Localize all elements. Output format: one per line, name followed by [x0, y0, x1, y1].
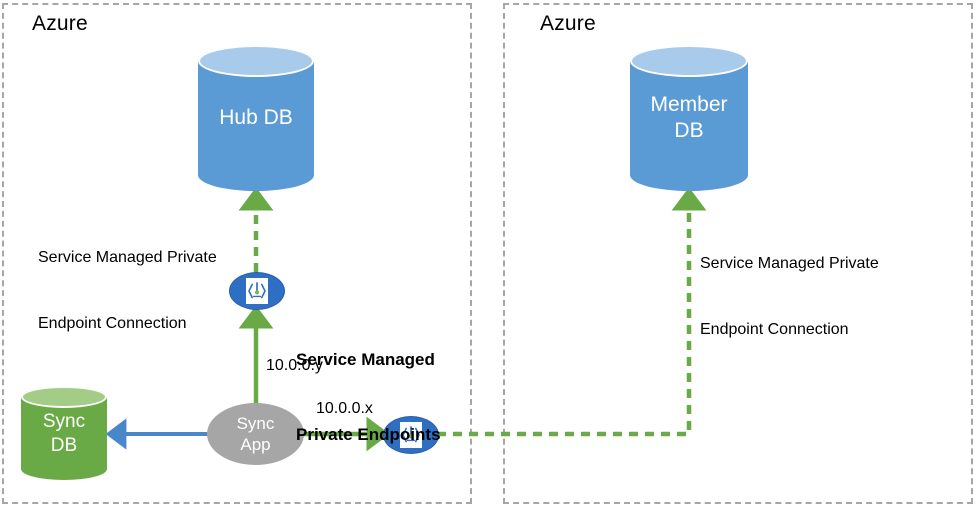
annotation-smpe-line1: Service Managed: [296, 350, 435, 369]
node-hub-db[interactable]: Hub DB: [198, 45, 314, 191]
annotation-service-managed-private-endpoints: Service Managed Private Endpoints: [296, 297, 441, 497]
node-private-endpoint-hub[interactable]: [229, 272, 285, 310]
node-sync-app[interactable]: Sync App: [207, 403, 304, 465]
label-ip-hub-endpoint: 10.0.0.y: [266, 357, 323, 374]
private-endpoint-icon: [246, 278, 268, 304]
hub-db-top: [198, 45, 314, 77]
member-db-top: [630, 45, 748, 77]
annotation-hub-connection: Service Managed Private Endpoint Connect…: [38, 203, 217, 379]
node-private-endpoint-member[interactable]: [383, 416, 439, 454]
annotation-hub-connection-line2: Endpoint Connection: [38, 315, 187, 332]
panel-label-azure-left: Azure: [32, 12, 88, 35]
azure-boundary-right: [503, 3, 973, 504]
sync-app-label-line1: Sync: [236, 414, 275, 433]
member-db-body: [630, 61, 748, 175]
annotation-smpe-line2: Private Endpoints: [296, 425, 441, 444]
node-member-db[interactable]: Member DB: [630, 45, 748, 191]
hub-db-body: [198, 61, 314, 175]
annotation-member-connection-line1: Service Managed Private: [700, 255, 879, 272]
label-ip-member-endpoint: 10.0.0.x: [316, 400, 373, 417]
connector-pe-member-to-member-db: [437, 187, 707, 437]
azure-boundary-left: [2, 3, 472, 504]
sync-db-top: [21, 386, 107, 408]
panel-label-azure-right: Azure: [540, 12, 596, 35]
sync-app-label: Sync App: [237, 413, 275, 455]
node-sync-db[interactable]: Sync DB: [21, 386, 107, 480]
sync-app-label-line2: App: [240, 435, 271, 454]
private-endpoint-icon: [400, 422, 422, 448]
annotation-member-connection-line2: Endpoint Connection: [700, 321, 849, 338]
annotation-hub-connection-line1: Service Managed Private: [38, 249, 217, 266]
sync-db-body: [21, 397, 107, 469]
annotation-member-connection: Service Managed Private Endpoint Connect…: [700, 209, 879, 385]
